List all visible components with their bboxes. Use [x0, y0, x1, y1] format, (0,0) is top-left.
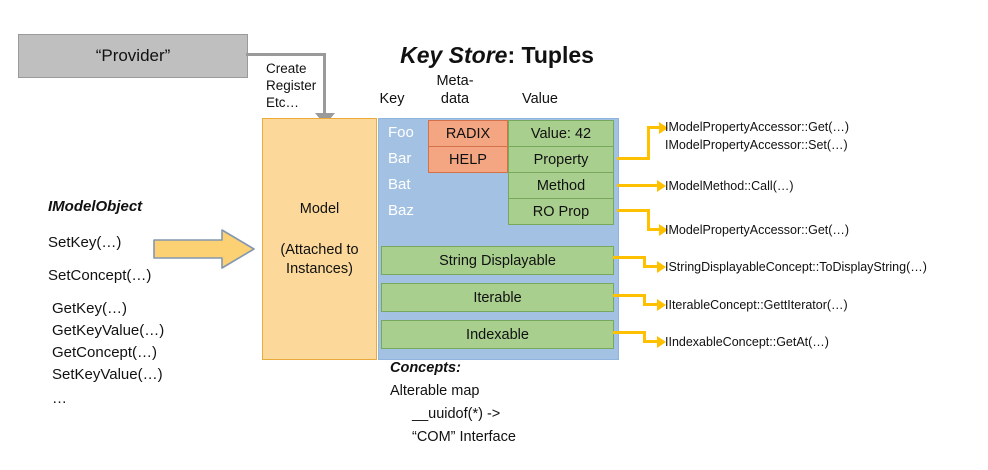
page-title-emphasis: Key Store [400, 42, 508, 68]
imodelobject-method-getkeyvalue: GetKeyValue(…) [52, 322, 165, 339]
callout-connector-6-vertical [643, 331, 646, 343]
key-cell-foo: Foo [388, 124, 414, 141]
imodelobject-method-setkey: SetKey(…) [48, 234, 122, 251]
provider-box: “Provider” [18, 34, 248, 78]
provider-connector-label: Create Register Etc… [266, 60, 326, 111]
connector-label-line2: Register [266, 78, 317, 93]
callout-connector-2-horizontal [617, 184, 659, 187]
provider-label: “Provider” [95, 46, 171, 65]
concept-row-iterable: Iterable [381, 283, 614, 312]
callout-label-indexable: IIndexableConcept::GetAt(…) [665, 335, 829, 349]
value-box-value42: Value: 42 [508, 120, 614, 147]
callout-label-property-set: IModelPropertyAccessor::Set(…) [665, 138, 848, 152]
key-cell-baz: Baz [388, 202, 414, 219]
callout-label-string-displayable: IStringDisplayableConcept::ToDisplayStri… [665, 260, 927, 274]
column-header-key: Key [379, 91, 405, 107]
column-header-metadata-line1: Meta- [436, 73, 474, 89]
concept-row-indexable: Indexable [381, 320, 614, 349]
metadata-box-help: HELP [428, 146, 508, 173]
imodelobject-method-getkey: GetKey(…) [52, 300, 128, 317]
callout-connector-4-horizontal-a [613, 256, 646, 259]
model-box-line2: (Attached to [280, 241, 359, 258]
imodelobject-method-getconcept: GetConcept(…) [52, 344, 158, 361]
value-box-ro-prop: RO Prop [508, 198, 614, 225]
model-box: Model (Attached to Instances) [262, 118, 377, 360]
callout-connector-5-horizontal-a [613, 294, 646, 297]
concepts-line-alterable-map: Alterable map [390, 383, 480, 399]
callout-arrowhead-6-icon [657, 336, 666, 348]
provider-connector-vertical [323, 53, 326, 115]
callout-label-iterable: IIterableConcept::GettIterator(…) [665, 298, 848, 312]
key-cell-bat: Bat [388, 176, 411, 193]
callout-arrowhead-5-icon [657, 299, 666, 311]
callout-connector-5-horizontal-b [643, 303, 659, 306]
concepts-line-com-interface: “COM” Interface [412, 429, 516, 445]
callout-connector-1-horizontal-a [617, 157, 650, 160]
concepts-line-uuidof: __uuidof(*) -> [412, 406, 501, 422]
metadata-box-radix: RADIX [428, 120, 508, 147]
page-title-rest: : Tuples [507, 42, 594, 68]
callout-label-roprop-get: IModelPropertyAccessor::Get(…) [665, 223, 850, 237]
callout-connector-6-horizontal-a [613, 331, 646, 334]
concept-row-string-displayable: String Displayable [381, 246, 614, 275]
imodelobject-method-setconcept: SetConcept(…) [48, 267, 152, 284]
imodelobject-title: IModelObject [48, 198, 143, 215]
column-header-metadata: Meta- data [420, 72, 490, 108]
callout-arrowhead-4-icon [657, 261, 666, 273]
callout-arrowhead-3-icon [659, 224, 668, 236]
connector-label-line1: Create [266, 61, 307, 76]
callout-connector-1-horizontal-b [647, 126, 661, 129]
callout-connector-3-horizontal-b [647, 228, 661, 231]
callout-arrowhead-1-icon [659, 122, 668, 134]
model-box-line3: Instances) [286, 260, 353, 277]
imodelobject-to-model-arrow-icon [153, 229, 255, 269]
key-cell-bar: Bar [388, 150, 412, 167]
page-title: Key Store: Tuples [372, 42, 622, 69]
callout-arrowhead-2-icon [657, 180, 666, 192]
value-box-method: Method [508, 172, 614, 199]
callout-connector-3-vertical [647, 209, 650, 231]
callout-connector-3-horizontal-a [617, 209, 650, 212]
imodelobject-method-setkeyvalue: SetKeyValue(…) [52, 366, 163, 383]
callout-connector-1-vertical [647, 126, 650, 160]
column-header-metadata-line2: data [440, 91, 470, 107]
provider-connector-horizontal [246, 53, 326, 56]
callout-connector-4-horizontal-b [643, 265, 659, 268]
model-box-line1: Model [299, 200, 340, 217]
callout-label-method-call: IModelMethod::Call(…) [665, 179, 794, 193]
value-box-property: Property [508, 146, 614, 173]
imodelobject-method-ellipsis: … [52, 390, 67, 407]
concepts-title: Concepts: [390, 360, 461, 376]
callout-connector-5-vertical [643, 294, 646, 306]
connector-label-line3: Etc… [266, 95, 300, 110]
callout-connector-6-horizontal-b [643, 340, 659, 343]
callout-label-property-get: IModelPropertyAccessor::Get(…) [665, 120, 850, 134]
callout-connector-4-vertical [643, 256, 646, 268]
column-header-value: Value [521, 91, 558, 107]
